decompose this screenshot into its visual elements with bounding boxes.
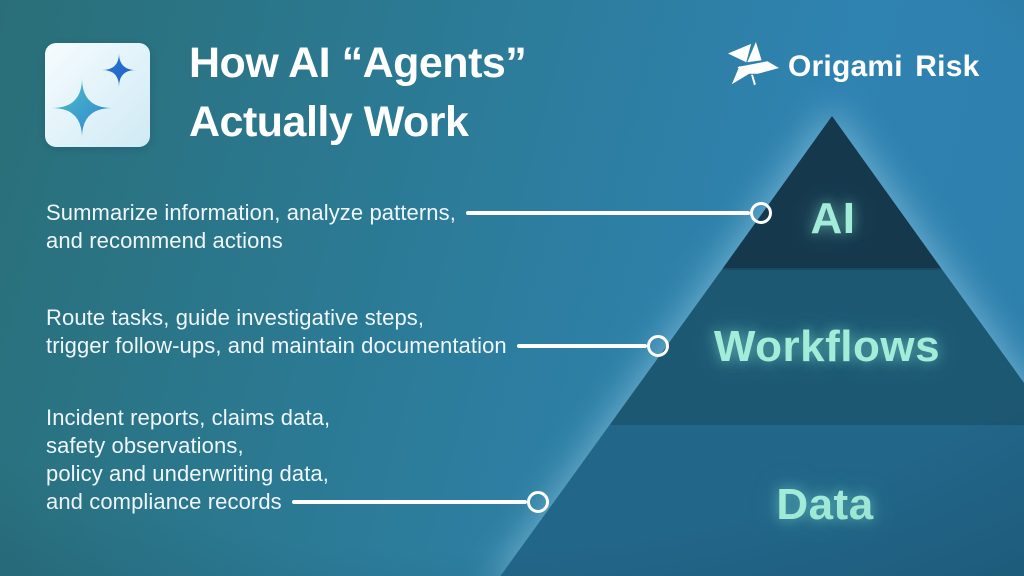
annotation-workflows-line-2: trigger follow-ups, and maintain documen… [46, 332, 647, 360]
pyramid-layer-workflows [611, 268, 1024, 423]
brand-name: Origami Risk [788, 50, 980, 83]
annotation-data-line-1: Incident reports, claims data, [46, 405, 331, 430]
origami-hummingbird-icon [728, 42, 779, 86]
annotation-workflows: Route tasks, guide investigative steps, … [46, 304, 647, 360]
annotation-data-line-4: and compliance records [46, 488, 527, 516]
annotation-data-line-2: safety observations, [46, 433, 244, 458]
pyramid-label-data: Data [776, 480, 874, 529]
sparkles-icon [52, 53, 136, 138]
annotation-data: Incident reports, claims data, safety ob… [46, 404, 527, 516]
bird-wing-right [747, 42, 762, 63]
annotation-data-line-3: policy and underwriting data, [46, 461, 329, 486]
sparkle-badge [45, 43, 150, 147]
leader-line-workflows [516, 344, 647, 348]
pyramid-layer-data [500, 423, 1024, 576]
brand-logo: Origami Risk [724, 42, 979, 92]
pyramid-layer-ai [723, 116, 941, 268]
leader-line-ai [465, 211, 750, 215]
connector-node-data [527, 491, 549, 513]
annotation-text: and compliance records [46, 489, 282, 514]
annotation-ai-line-1: Summarize information, analyze patterns, [46, 199, 750, 227]
page-title: How AI “Agents” Actually Work [189, 34, 527, 152]
title-line-1: How AI “Agents” [189, 39, 527, 87]
bird-wing-left [728, 43, 752, 63]
annotation-workflows-line-1: Route tasks, guide investigative steps, [46, 305, 425, 330]
bird-tail [731, 66, 750, 85]
pyramid-label-ai: AI [810, 194, 856, 243]
small-star-glyph [102, 53, 136, 87]
bird-body [737, 61, 779, 74]
large-star-glyph [52, 78, 112, 138]
connector-node-ai [750, 202, 772, 224]
bird-leg [751, 74, 756, 86]
leader-line-data [291, 500, 527, 504]
title-line-2: Actually Work [189, 98, 469, 146]
pyramid-label-workflows: Workflows [713, 322, 941, 371]
connector-node-workflows [647, 335, 669, 357]
annotation-ai: Summarize information, analyze patterns,… [46, 199, 750, 255]
annotation-text: trigger follow-ups, and maintain documen… [46, 333, 507, 358]
annotation-text: Summarize information, analyze patterns, [46, 200, 456, 225]
annotation-ai-line-2: and recommend actions [46, 228, 283, 253]
